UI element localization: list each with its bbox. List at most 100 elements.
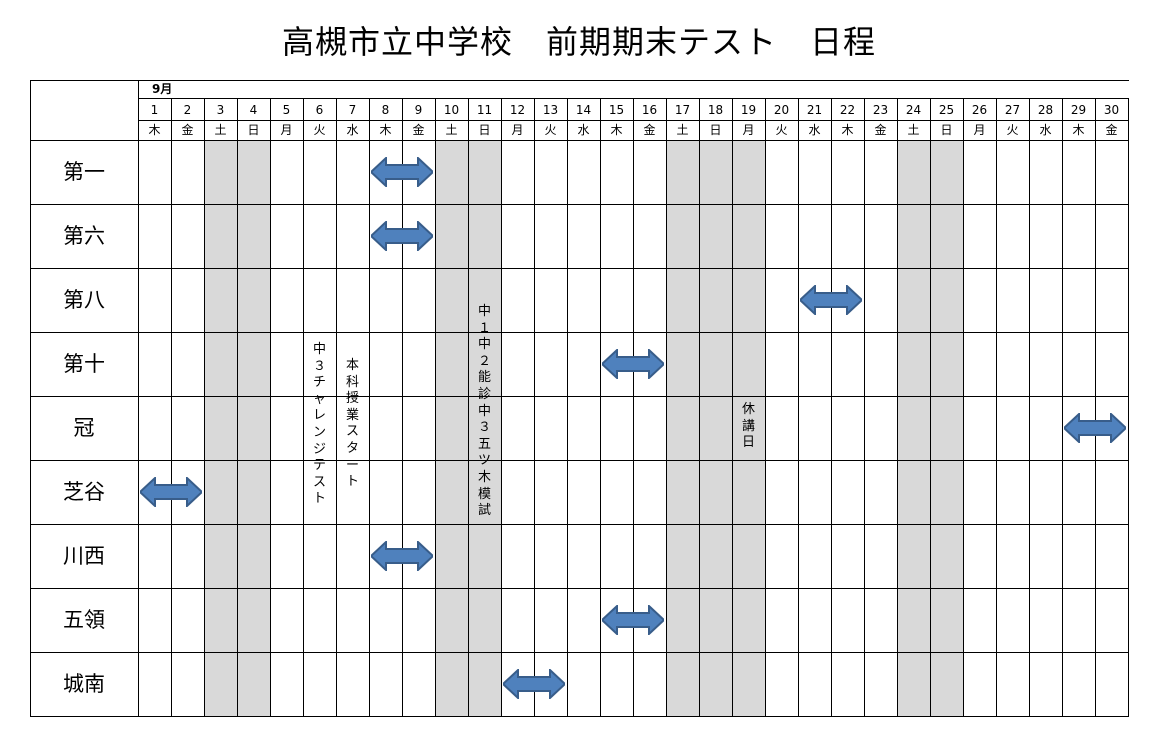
page-title: 高槻市立中学校 前期期末テスト 日程	[281, 23, 876, 61]
day-number: 15	[608, 103, 625, 117]
weekday-label: 木	[841, 123, 854, 137]
grid-line	[30, 652, 1129, 653]
weekday-label: 金	[643, 123, 656, 137]
double-arrow-icon	[503, 669, 565, 699]
day-number: 4	[249, 103, 258, 117]
weekday-label: 月	[973, 123, 986, 137]
school-name: 五領	[63, 608, 105, 632]
weekday-label: 月	[742, 123, 755, 137]
school-name: 川西	[63, 544, 105, 568]
day-number: 14	[575, 103, 592, 117]
weekday-label: 水	[346, 123, 359, 137]
double-arrow-icon	[602, 349, 664, 379]
off-day-column	[897, 140, 930, 716]
note-day19: 休講日	[741, 402, 755, 451]
grid-line	[930, 98, 931, 717]
grid-line	[336, 98, 337, 717]
weekday-label: 金	[874, 123, 887, 137]
day-number: 10	[443, 103, 460, 117]
grid-line	[864, 98, 865, 717]
grid-line	[1062, 98, 1063, 717]
grid-line	[30, 332, 1129, 333]
day-number: 2	[183, 103, 192, 117]
day-number: 6	[315, 103, 324, 117]
day-number: 5	[282, 103, 291, 117]
day-number: 28	[1037, 103, 1054, 117]
grid-line	[501, 98, 502, 717]
double-arrow-icon	[602, 605, 664, 635]
grid-line	[1128, 98, 1129, 717]
day-number: 29	[1070, 103, 1087, 117]
grid-line	[270, 98, 271, 717]
grid-line	[402, 98, 403, 717]
grid-line	[534, 98, 535, 717]
day-number: 30	[1103, 103, 1120, 117]
day-number: 25	[938, 103, 955, 117]
grid-line	[171, 98, 172, 717]
weekday-label: 土	[214, 123, 227, 137]
day-number: 27	[1004, 103, 1021, 117]
weekday-label: 木	[1072, 123, 1085, 137]
double-arrow-icon	[371, 157, 433, 187]
grid-line	[204, 98, 205, 717]
day-number: 26	[971, 103, 988, 117]
school-name: 冠	[73, 416, 95, 440]
grid-line	[831, 98, 832, 717]
day-number: 1	[150, 103, 159, 117]
grid-line	[138, 120, 1129, 121]
school-name: 第六	[63, 224, 105, 248]
weekday-label: 土	[907, 123, 920, 137]
exam-period-arrow	[602, 349, 664, 379]
double-arrow-icon	[140, 477, 202, 507]
day-number: 16	[641, 103, 658, 117]
weekday-label: 日	[247, 123, 260, 137]
note-day11: 中１中２能診 中３五ツ木模試	[477, 304, 505, 519]
grid-line	[600, 98, 601, 717]
day-number: 20	[773, 103, 790, 117]
weekday-label: 水	[808, 123, 821, 137]
day-number: 13	[542, 103, 559, 117]
weekday-label: 木	[379, 123, 392, 137]
weekday-label: 水	[577, 123, 590, 137]
day-number: 24	[905, 103, 922, 117]
grid-line	[633, 98, 634, 717]
double-arrow-icon	[371, 541, 433, 571]
weekday-label: 金	[412, 123, 425, 137]
grid-line	[303, 98, 304, 717]
day-number: 23	[872, 103, 889, 117]
exam-period-arrow	[371, 541, 433, 571]
grid-line	[963, 98, 964, 717]
exam-period-arrow	[140, 477, 202, 507]
grid-line	[897, 98, 898, 717]
grid-line	[732, 98, 733, 717]
grid-line	[30, 396, 1129, 397]
month-label: 9月	[152, 82, 173, 96]
grid-line	[30, 140, 1129, 141]
off-day-column	[237, 140, 270, 716]
grid-line	[1095, 98, 1096, 717]
weekday-label: 日	[478, 123, 491, 137]
exam-period-arrow	[371, 157, 433, 187]
weekday-label: 月	[511, 123, 524, 137]
grid-line	[30, 268, 1129, 269]
weekday-label: 金	[181, 123, 194, 137]
off-day-column	[435, 140, 468, 716]
grid-line	[30, 588, 1129, 589]
school-name: 第十	[63, 352, 105, 376]
weekday-label: 土	[676, 123, 689, 137]
day-number: 19	[740, 103, 757, 117]
double-arrow-icon	[1064, 413, 1126, 443]
day-number: 17	[674, 103, 691, 117]
grid-line	[30, 524, 1129, 525]
note-day7: 本科授業スタート	[345, 358, 359, 490]
grid-line	[30, 204, 1129, 205]
double-arrow-icon	[800, 285, 862, 315]
school-name: 城南	[63, 672, 105, 696]
grid-line	[765, 98, 766, 717]
grid-line	[468, 98, 469, 717]
exam-period-arrow	[1064, 413, 1126, 443]
weekday-label: 火	[544, 123, 557, 137]
weekday-label: 木	[610, 123, 623, 137]
school-name: 芝谷	[63, 480, 105, 504]
weekday-label: 土	[445, 123, 458, 137]
